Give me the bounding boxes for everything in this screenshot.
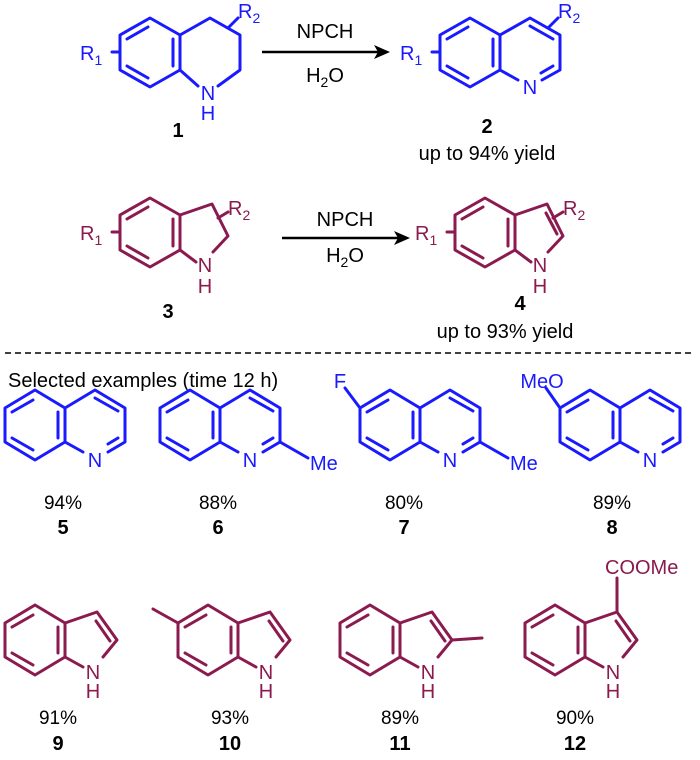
atom-me: Me	[310, 453, 338, 475]
example-8-6-methoxyquinoline: N MeO	[520, 371, 682, 472]
atom-me: Me	[510, 453, 538, 475]
atom-n: N	[533, 255, 547, 277]
compound-label-12: 12	[564, 733, 586, 755]
yield-5: 94%	[44, 493, 82, 514]
example-11-2-methylindole: N H	[338, 603, 484, 703]
atom-f: F	[334, 371, 346, 393]
substituent-r1: R1	[80, 223, 102, 248]
atom-n: N	[243, 450, 257, 472]
yield-note-2: up to 93% yield	[437, 321, 574, 343]
substituent-r2: R2	[558, 1, 580, 26]
yield-6: 88%	[199, 493, 237, 514]
yield-8: 89%	[593, 493, 631, 514]
yield-note-1: up to 94% yield	[419, 143, 556, 165]
atom-n: N	[606, 662, 620, 684]
reagent-label-2: NPCH	[317, 209, 374, 231]
atom-n: N	[443, 450, 457, 472]
atom-h: H	[533, 276, 547, 298]
substituent-r1: R1	[80, 43, 102, 68]
example-10-5-methylindole: N H	[151, 603, 292, 703]
atom-n: N	[88, 450, 102, 472]
compound-label-9: 9	[52, 733, 63, 755]
example-6-2-methylquinoline: N Me	[158, 388, 338, 475]
reaction-arrow-2	[282, 231, 410, 245]
substituent-r2: R2	[563, 198, 585, 223]
reagent-label-1: NPCH	[297, 21, 354, 43]
atom-h: H	[201, 103, 215, 125]
reaction-arrow-1	[262, 45, 390, 59]
yield-9: 91%	[39, 708, 77, 729]
compound-2-quinoline: N R1 R2	[400, 1, 580, 99]
atom-n: N	[421, 662, 435, 684]
atom-h: H	[259, 681, 273, 703]
compound-1-tetrahydroquinoline: N H R1 R2	[80, 1, 260, 125]
substituent-r1: R1	[415, 223, 437, 248]
atom-n: N	[643, 450, 657, 472]
yield-12: 90%	[556, 708, 594, 729]
yield-10: 93%	[211, 708, 249, 729]
yield-7: 80%	[385, 493, 423, 514]
atom-h: H	[86, 681, 100, 703]
substituent-r1: R1	[400, 43, 422, 68]
solvent-label-1: H2O	[306, 65, 344, 90]
example-9-indole: N H	[3, 603, 119, 703]
compound-label-7: 7	[398, 517, 409, 539]
atom-n: N	[259, 662, 273, 684]
atom-meo: MeO	[520, 371, 563, 393]
compound-label-4: 4	[514, 293, 526, 315]
compound-3-indoline: N H R1 R2	[80, 196, 250, 298]
atom-n: N	[86, 662, 100, 684]
compound-4-indole: N H R1 R2	[415, 196, 585, 298]
atom-h: H	[421, 681, 435, 703]
compound-label-10: 10	[219, 733, 241, 755]
compound-label-6: 6	[212, 517, 223, 539]
example-12-methyl-indole-3-carboxylate: N H COOMe	[523, 557, 678, 703]
compound-label-2: 2	[481, 116, 492, 138]
atom-n: N	[198, 255, 212, 277]
compound-label-3: 3	[162, 301, 173, 323]
example-5-quinoline: N	[3, 388, 127, 472]
atom-h: H	[198, 276, 212, 298]
example-7-6-fluoro-2-methylquinoline: N Me F	[334, 371, 538, 475]
compound-label-5: 5	[57, 517, 68, 539]
atom-n: N	[201, 83, 215, 105]
atom-coome: COOMe	[605, 557, 678, 579]
compound-label-1: 1	[172, 120, 183, 142]
yield-11: 89%	[381, 708, 419, 729]
atom-n: N	[523, 77, 537, 99]
compound-label-8: 8	[606, 517, 617, 539]
substituent-r2: R2	[228, 198, 250, 223]
compound-label-11: 11	[389, 733, 410, 755]
atom-h: H	[606, 681, 620, 703]
substituent-r2: R2	[238, 1, 260, 26]
solvent-label-2: H2O	[326, 245, 364, 270]
section-title: Selected examples (time 12 h)	[8, 370, 278, 392]
